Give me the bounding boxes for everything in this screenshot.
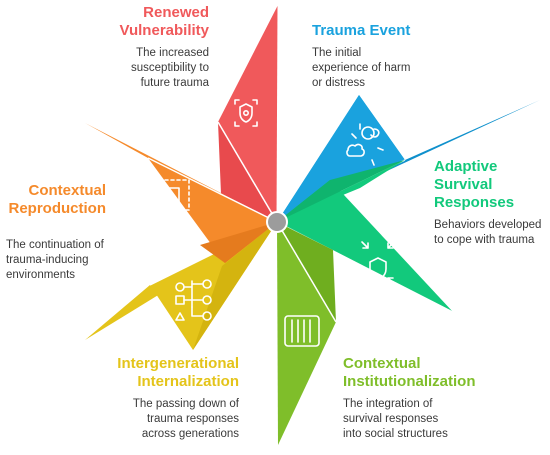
label-trauma-event: Trauma Event The initial experience of h…	[312, 22, 512, 91]
description-intergenerational-internalization: The passing down of trauma responses acr…	[132, 398, 239, 440]
label-adaptive-survival-responses: Adaptive Survival Responses Behaviors de…	[434, 158, 548, 248]
title-renewed-vulnerability: Renewed Vulnerability	[119, 4, 209, 39]
title-adaptive-survival-responses: Adaptive Survival Responses	[434, 158, 515, 211]
explosion-icon	[346, 123, 384, 166]
blade-contextual-institutionalization	[276, 221, 337, 445]
center-hub	[266, 211, 288, 233]
description-contextual-institutionalization: The integration of survival responses in…	[343, 398, 448, 440]
title-contextual-institutionalization: Contextual Institutionalization	[343, 355, 476, 390]
title-intergenerational-internalization: Intergenerational Internalization	[117, 355, 239, 390]
description-adaptive-survival-responses: Behaviors developed to cope with trauma	[434, 219, 542, 246]
blade-contextual-reproduction	[85, 123, 278, 263]
description-renewed-vulnerability: The increased susceptibility to future t…	[131, 47, 209, 89]
title-trauma-event: Trauma Event	[312, 22, 411, 39]
label-intergenerational-internalization: Intergenerational Internalization The pa…	[19, 355, 239, 442]
shield-scan-icon	[234, 99, 258, 127]
dashed-frame-icon	[152, 179, 190, 211]
label-contextual-reproduction-description: The continuation of trauma-inducing envi…	[6, 232, 146, 283]
description-contextual-reproduction: The continuation of trauma-inducing envi…	[6, 239, 104, 281]
description-trauma-event: The initial experience of harm or distre…	[312, 47, 411, 89]
hierarchy-shapes-icon	[175, 279, 212, 321]
label-renewed-vulnerability: Renewed Vulnerability The increased susc…	[19, 4, 209, 91]
building-columns-icon	[284, 315, 320, 347]
title-contextual-reproduction: Contextual Reproduction	[8, 182, 107, 217]
label-contextual-reproduction: Contextual Reproduction	[2, 182, 107, 218]
shield-arrows-icon	[361, 241, 395, 285]
label-contextual-institutionalization: Contextual Institutionalization The inte…	[343, 355, 543, 442]
